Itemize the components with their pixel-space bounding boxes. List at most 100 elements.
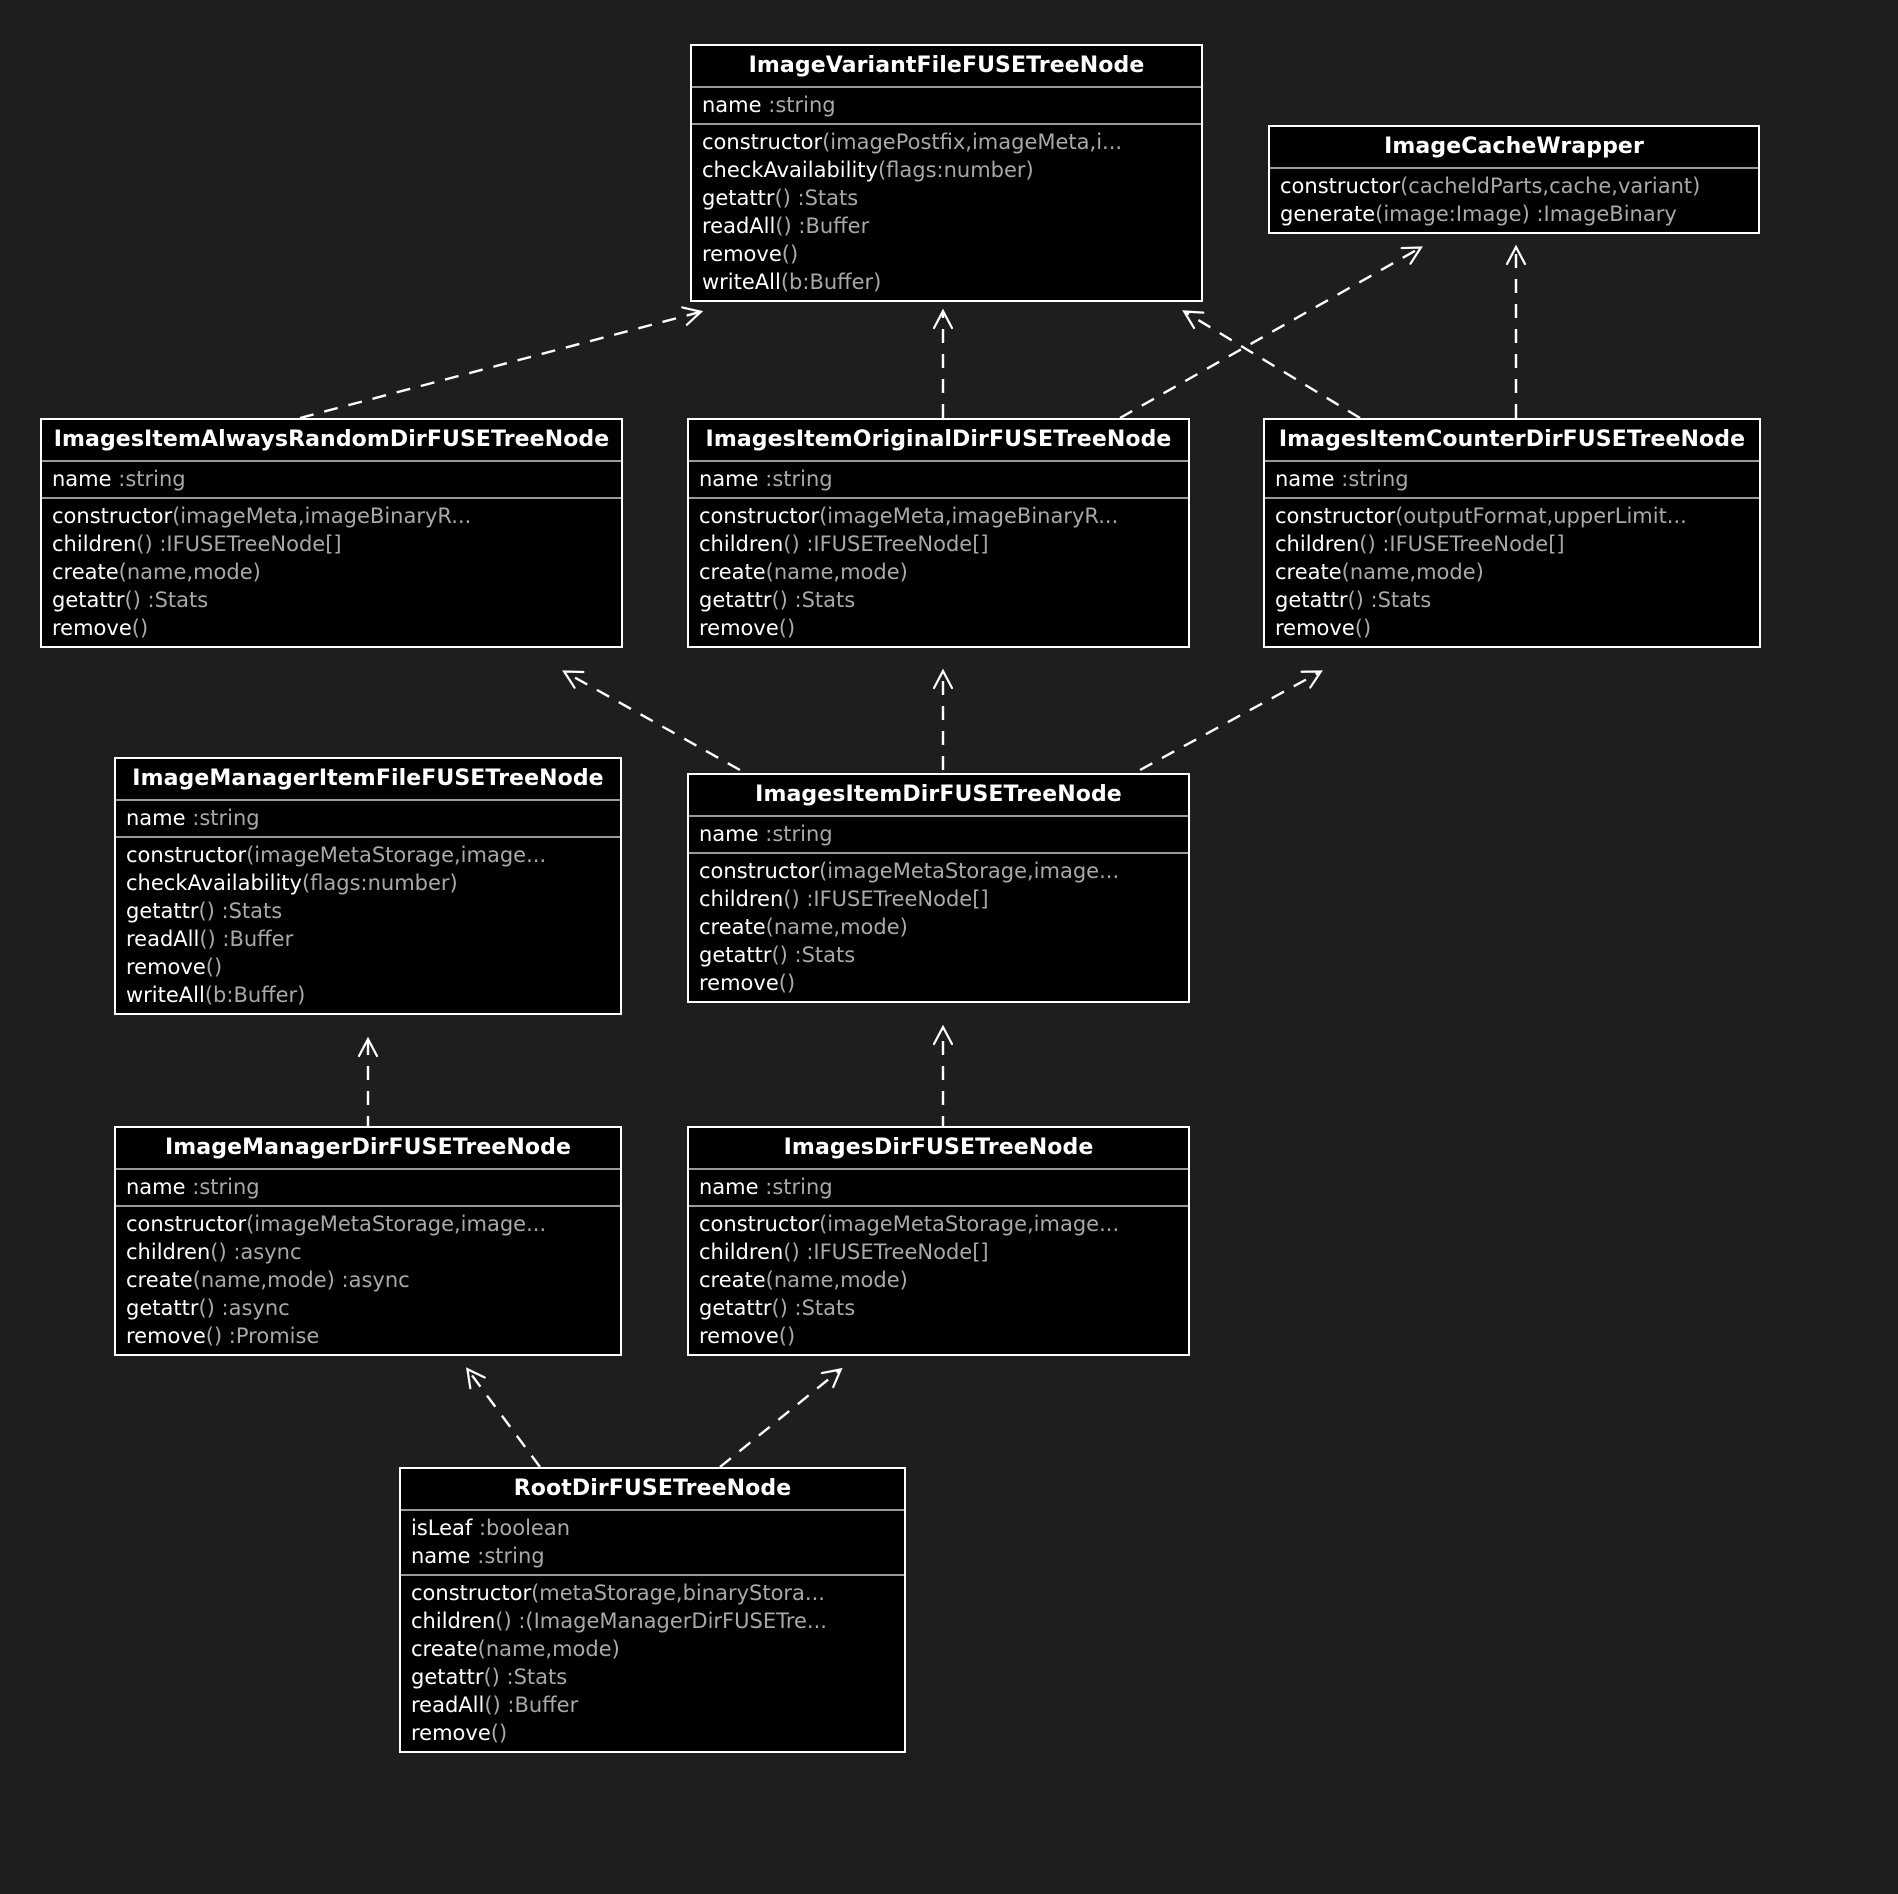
attribute-row: name :string: [126, 1175, 260, 1199]
method-row: constructor(imageMeta,imageBinaryR...: [699, 504, 1119, 529]
class-title: ImageCacheWrapper: [1384, 134, 1644, 159]
attributes-section: name :string: [1265, 462, 1759, 497]
method-row: remove(): [699, 1324, 796, 1349]
method-row: getattr() :Stats: [702, 186, 859, 211]
method-row: constructor(metaStorage,binaryStora...: [411, 1581, 825, 1606]
class-box-images-item-original-dir-fuse-tree-node[interactable]: ImagesItemOriginalDirFUSETreeNode name :…: [687, 418, 1190, 649]
method-row: create(name,mode) :async: [126, 1268, 410, 1293]
class-title: ImagesDirFUSETreeNode: [783, 1135, 1094, 1160]
methods-section: constructor(imageMeta,imageBinaryR... ch…: [42, 499, 621, 646]
method-row: getattr() :async: [126, 1296, 290, 1321]
method-row: writeAll(b:Buffer): [702, 270, 882, 295]
method-row: constructor(imagePostfix,imageMeta,i...: [702, 130, 1123, 155]
attributes-section: name :string: [692, 88, 1201, 123]
class-box-image-manager-item-file-fuse-tree-node[interactable]: ImageManagerItemFileFUSETreeNode name :s…: [114, 757, 622, 1016]
method-row: readAll() :Buffer: [411, 1693, 579, 1718]
attribute-row: name :string: [1275, 467, 1409, 491]
edge-images-item-dir-to-counter: [1139, 670, 1323, 772]
method-row: create(name,mode): [699, 560, 908, 585]
title-separator: [116, 799, 620, 801]
class-box-image-variant-file-fuse-tree-node[interactable]: ImageVariantFileFUSETreeNode name :strin…: [690, 44, 1203, 303]
method-row: children() :IFUSETreeNode[]: [1275, 532, 1565, 557]
attributes-separator: [1265, 497, 1759, 500]
method-row: getattr() :Stats: [411, 1665, 568, 1690]
edge-root-dir-to-images-dir: [719, 1367, 843, 1468]
method-row: constructor(imageMeta,imageBinaryR...: [52, 504, 472, 529]
class-title: ImageManagerDirFUSETreeNode: [165, 1135, 571, 1160]
attribute-row: name :string: [699, 822, 833, 846]
class-title: ImagesItemAlwaysRandomDirFUSETreeNode: [53, 427, 610, 452]
method-row: writeAll(b:Buffer): [126, 983, 306, 1008]
class-box-image-manager-dir-fuse-tree-node[interactable]: ImageManagerDirFUSETreeNode name :string…: [114, 1126, 622, 1357]
title-separator: [689, 1168, 1188, 1170]
class-box-root-dir-fuse-tree-node[interactable]: RootDirFUSETreeNode isLeaf :boolean name…: [399, 1467, 906, 1754]
method-row: constructor(outputFormat,upperLimit...: [1275, 504, 1687, 529]
attribute-row: name :string: [702, 93, 836, 117]
method-row: children() :IFUSETreeNode[]: [699, 1240, 989, 1265]
title-separator: [401, 1509, 904, 1511]
title-separator: [689, 460, 1188, 462]
method-row: remove(): [411, 1721, 508, 1746]
title-separator: [1270, 167, 1758, 169]
class-box-images-item-dir-fuse-tree-node[interactable]: ImagesItemDirFUSETreeNode name :string c…: [687, 773, 1190, 1004]
method-row: checkAvailability(flags:number): [126, 871, 458, 896]
method-row: create(name,mode): [52, 560, 261, 585]
class-box-images-dir-fuse-tree-node[interactable]: ImagesDirFUSETreeNode name :string const…: [687, 1126, 1190, 1357]
class-box-images-item-counter-dir-fuse-tree-node[interactable]: ImagesItemCounterDirFUSETreeNode name :s…: [1263, 418, 1761, 649]
attributes-section: name :string: [42, 462, 621, 497]
attributes-separator: [689, 1205, 1188, 1208]
class-box-images-item-always-random-dir-fuse-tree-node[interactable]: ImagesItemAlwaysRandomDirFUSETreeNode na…: [40, 418, 623, 649]
method-row: readAll() :Buffer: [702, 214, 870, 239]
edge-root-dir-to-image-manager-dir: [466, 1367, 541, 1468]
attributes-separator: [689, 852, 1188, 855]
attributes-separator: [116, 1205, 620, 1208]
title-separator: [689, 815, 1188, 817]
method-row: children() :(ImageManagerDirFUSETre...: [411, 1609, 827, 1634]
class-title: ImagesItemDirFUSETreeNode: [755, 782, 1122, 807]
method-row: constructor(imageMetaStorage,image...: [699, 859, 1120, 884]
method-row: remove(): [126, 955, 223, 980]
class-box-image-cache-wrapper[interactable]: ImageCacheWrapper constructor(cacheIdPar…: [1268, 125, 1760, 235]
method-row: children() :IFUSETreeNode[]: [699, 887, 989, 912]
method-row: remove(): [699, 616, 796, 641]
attribute-row: name :string: [52, 467, 186, 491]
method-row: children() :IFUSETreeNode[]: [52, 532, 342, 557]
attributes-section: name :string: [689, 817, 1188, 852]
methods-section: constructor(metaStorage,binaryStora... c…: [401, 1576, 904, 1751]
method-row: remove(): [1275, 616, 1372, 641]
attributes-separator: [692, 123, 1201, 126]
title-separator: [116, 1168, 620, 1170]
attribute-row: isLeaf :boolean: [411, 1516, 571, 1540]
edge-counter-to-image-variant-file: [1182, 310, 1361, 420]
methods-section: constructor(imageMetaStorage,image... ch…: [116, 1207, 620, 1354]
attributes-separator: [401, 1574, 904, 1577]
attributes-separator: [689, 497, 1188, 500]
method-row: children() :async: [126, 1240, 302, 1265]
edge-images-item-dir-to-always-random: [562, 670, 741, 772]
attribute-row: name :string: [699, 467, 833, 491]
class-title: ImagesItemOriginalDirFUSETreeNode: [705, 427, 1172, 452]
method-row: create(name,mode): [1275, 560, 1484, 585]
method-row: getattr() :Stats: [699, 943, 856, 968]
method-row: create(name,mode): [699, 915, 908, 940]
class-title: ImageVariantFileFUSETreeNode: [748, 53, 1145, 78]
method-row: constructor(imageMetaStorage,image...: [699, 1212, 1120, 1237]
method-row: getattr() :Stats: [699, 588, 856, 613]
attributes-section: name :string: [116, 801, 620, 836]
method-row: constructor(cacheIdParts,cache,variant): [1280, 174, 1701, 198]
methods-section: constructor(imageMetaStorage,image... ch…: [689, 854, 1188, 1001]
title-separator: [1265, 460, 1759, 462]
class-title: ImagesItemCounterDirFUSETreeNode: [1278, 427, 1746, 452]
methods-section: constructor(imageMetaStorage,image... ch…: [689, 1207, 1188, 1354]
methods-section: constructor(imageMetaStorage,image... ch…: [116, 838, 620, 1013]
title-separator: [42, 460, 621, 462]
attribute-row: name :string: [126, 806, 260, 830]
method-row: create(name,mode): [699, 1268, 908, 1293]
attributes-section: name :string: [689, 462, 1188, 497]
method-row: getattr() :Stats: [699, 1296, 856, 1321]
method-row: constructor(imageMetaStorage,image...: [126, 1212, 547, 1237]
method-row: create(name,mode): [411, 1637, 620, 1662]
method-row: getattr() :Stats: [126, 899, 283, 924]
attributes-section: isLeaf :boolean name :string: [401, 1511, 904, 1574]
